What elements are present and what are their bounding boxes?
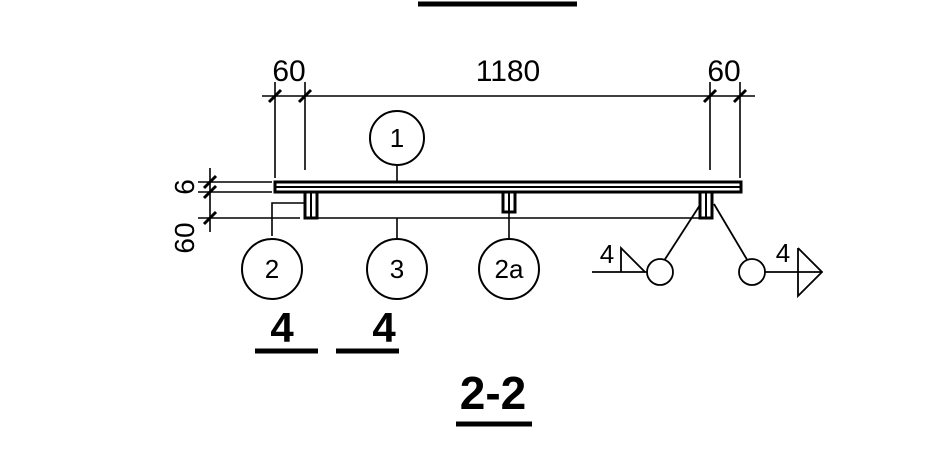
weld-symbol-left [592, 204, 701, 286]
callout-bubble-2 [241, 238, 303, 300]
callout-label-2a: 2a [495, 254, 524, 284]
dim-left-60-vertical: 60 [169, 222, 200, 253]
callout-leaders [271, 166, 510, 238]
weld-size-left: 4 [600, 239, 614, 269]
dim-right-60: 60 [707, 55, 740, 88]
dim-6: 6 [169, 179, 200, 195]
section-title: 2-2 [460, 367, 526, 419]
callout-bubble-1 [369, 110, 425, 166]
weld-size-right: 4 [776, 238, 790, 268]
dim-left-60: 60 [272, 55, 305, 88]
callout-label-3: 3 [390, 254, 404, 284]
callout-bubble-3 [366, 238, 428, 300]
dim-1180: 1180 [476, 55, 541, 88]
sub-label-1: 4 [270, 304, 294, 351]
callout-label-2: 2 [265, 254, 279, 284]
callout-bubble-2a [478, 238, 540, 300]
top-dimension-chain [262, 82, 755, 178]
left-dimension-chain [198, 168, 300, 232]
sub-label-2: 4 [372, 304, 396, 351]
callout-label-1: 1 [390, 123, 404, 153]
weld-symbol-right [713, 203, 824, 299]
